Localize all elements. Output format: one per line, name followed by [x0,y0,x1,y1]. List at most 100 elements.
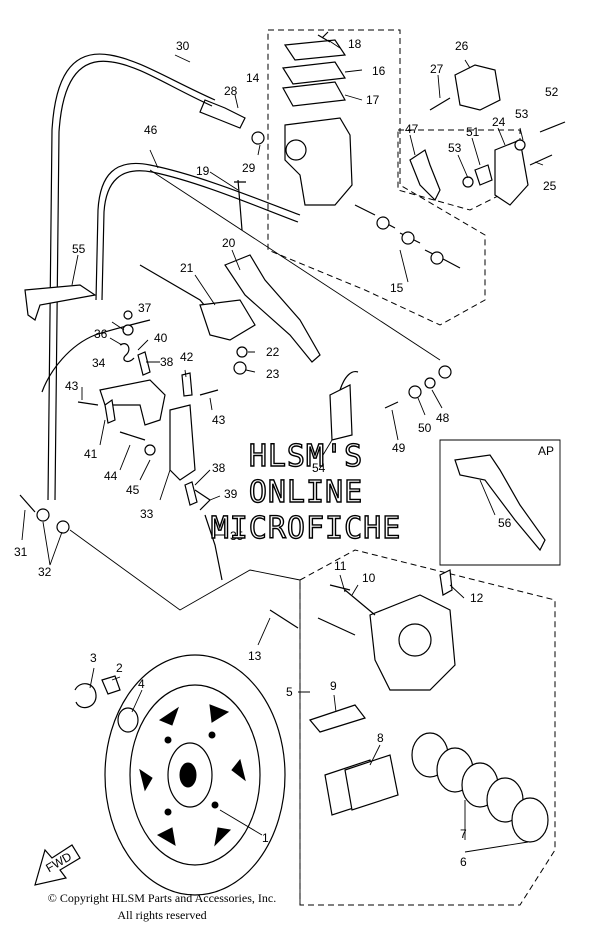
washer-45 [144,444,156,456]
watermark-line-3: MICROFICHE [211,511,402,546]
callout-28: 28 [224,84,238,98]
cover-54 [329,384,353,441]
callout-31: 31 [14,545,28,559]
reservoir-bore [285,139,307,161]
callout-4: 4 [138,677,145,691]
switch-26 [454,64,501,111]
bolt-43a [77,401,99,406]
banjo-28 [199,99,246,129]
diaphragm-16 [281,61,347,85]
callout-5: 5 [286,685,293,699]
collar-2 [101,675,121,695]
rod-35 [204,514,223,581]
callout-7: 7 [460,827,467,841]
leader-frame-lines [69,529,301,905]
pin-41 [104,398,116,424]
disc-vane-3 [231,758,246,782]
callout-34: 34 [92,356,106,370]
disc-hole-1 [208,731,216,739]
sub-box-24 [397,129,521,211]
brake-hose-46 [95,163,301,301]
callout-54: 54 [312,461,326,475]
clip-39 [194,489,211,511]
watermark: HLSM'S ONLINE MICROFICHE [210,438,402,546]
bolt-13 [269,609,299,629]
pad-spring-9 [308,704,367,733]
pin-13b [317,617,356,636]
callout-55: 55 [72,242,86,256]
arm-47 [409,149,441,202]
callout-38a: 38 [160,355,174,369]
disc-center [179,762,197,788]
nut-36 [122,324,134,336]
bracket-21 [199,299,256,341]
callout-43b: 43 [212,413,226,427]
callout-30: 30 [176,39,190,53]
copyright-line-2: All rights reserved [117,908,207,922]
bolt-10 [344,589,376,616]
screw-27 [429,97,451,111]
callout-39: 39 [224,487,238,501]
callout-43a: 43 [65,379,79,393]
inset-label: AP [538,444,554,458]
lever-20 [224,254,321,363]
callout-8: 8 [377,731,384,745]
callout-13: 13 [248,649,262,663]
brake-hose-46-inner [101,170,299,301]
callout-33: 33 [140,507,154,521]
screw-18 [317,31,331,43]
callout-6: 6 [460,855,467,869]
copyright-notice: © Copyright HLSM Parts and Accessories, … [22,890,302,924]
callout-49: 49 [392,441,406,455]
master-cylinder [199,31,461,269]
callout-17: 17 [366,93,380,107]
callout-19: 19 [196,164,210,178]
master-cylinder-box [267,29,486,326]
end-46 [438,365,452,379]
callout-51: 51 [466,125,480,139]
callout-32: 32 [38,565,52,579]
bolt-44 [119,431,146,441]
plate-17 [282,81,346,107]
fwd-arrow: FWD [34,844,81,886]
callout-56: 56 [498,516,512,530]
inset-lever-56 [454,454,546,552]
brake-switch [409,64,566,206]
callout-15: 15 [390,281,404,295]
callout-12: 12 [470,591,484,605]
rod-46 [149,169,441,361]
pad-8b [344,754,399,811]
callout-52: 52 [545,85,559,99]
disc-vane-4 [214,827,232,847]
ring-4 [117,707,139,733]
callout-25: 25 [543,179,557,193]
callout-41: 41 [84,447,98,461]
callout-47: 47 [405,122,419,136]
washer-32a [36,508,50,522]
callout-26: 26 [455,39,469,53]
callout-42: 42 [180,350,194,364]
washer-53b [462,176,474,188]
bolt-19 [234,179,246,231]
callout-29: 29 [242,161,256,175]
piston-seal-2 [401,231,415,245]
bolt-52 [539,121,566,133]
bracket-55 [24,284,97,321]
callout-27: 27 [430,62,444,76]
callout-37: 37 [138,301,152,315]
master-cylinder-body [284,117,353,206]
callout-50: 50 [418,421,432,435]
pin-11 [329,584,351,591]
disc-vane-2 [209,704,230,723]
callout-23: 23 [266,367,280,381]
callout-53b: 53 [448,141,462,155]
bolt-25 [529,154,553,166]
collar-51 [474,164,493,186]
lever-56 [454,454,546,552]
callout-53a: 53 [515,107,529,121]
callout-48: 48 [436,411,450,425]
disc-vane-1 [158,706,179,726]
brake-disc [74,654,286,896]
bolt-49 [384,401,399,409]
